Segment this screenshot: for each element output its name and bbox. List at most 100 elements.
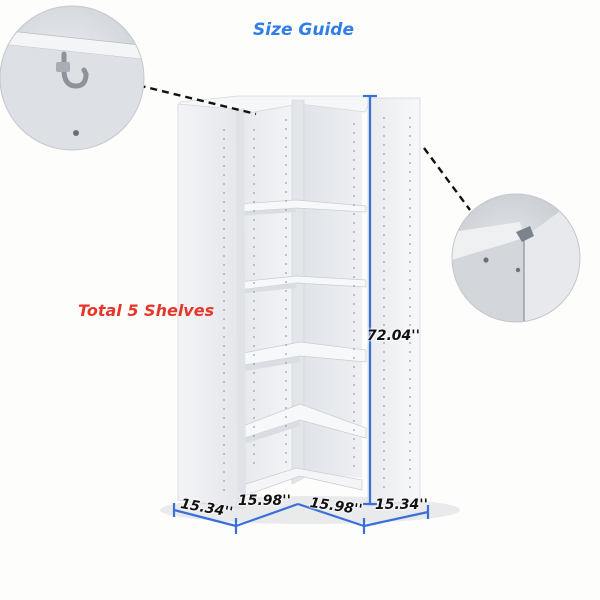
panel-hole — [285, 164, 287, 166]
panel-hole — [383, 468, 385, 470]
panel-hole — [223, 399, 225, 401]
panel-hole — [353, 312, 355, 314]
panel-hole — [223, 147, 225, 149]
panel-hole — [285, 389, 287, 391]
panel-hole — [223, 192, 225, 194]
panel-hole — [409, 378, 411, 380]
panel-hole — [223, 435, 225, 437]
panel-hole — [285, 371, 287, 373]
panel-hole — [253, 300, 255, 302]
back-panel-left — [240, 100, 300, 490]
panel-hole — [409, 234, 411, 236]
panel-hole — [409, 297, 411, 299]
panel-hole — [223, 417, 225, 419]
panel-hole — [253, 228, 255, 230]
panel-hole — [253, 219, 255, 221]
panel-hole — [223, 363, 225, 365]
panel-hole — [383, 369, 385, 371]
panel-hole — [383, 360, 385, 362]
panel-hole — [223, 480, 225, 482]
panel-hole — [253, 354, 255, 356]
panel-hole — [223, 327, 225, 329]
panel-hole — [223, 291, 225, 293]
panel-hole — [285, 218, 287, 220]
panel-hole — [223, 138, 225, 140]
panel-hole — [409, 189, 411, 191]
panel-hole — [383, 198, 385, 200]
panel-hole — [285, 407, 287, 409]
panel-hole — [383, 405, 385, 407]
right-depth-dimension-label: 15.34'' — [375, 497, 428, 513]
panel-hole — [409, 135, 411, 137]
panel-hole — [353, 321, 355, 323]
panel-hole — [223, 237, 225, 239]
panel-hole — [285, 173, 287, 175]
panel-hole — [223, 390, 225, 392]
panel-hole — [353, 258, 355, 260]
panel-hole — [353, 222, 355, 224]
panel-hole — [353, 267, 355, 269]
panel-hole — [353, 159, 355, 161]
panel-hole — [383, 252, 385, 254]
panel-hole — [223, 228, 225, 230]
panel-hole — [409, 477, 411, 479]
panel-hole — [223, 219, 225, 221]
panel-hole — [383, 144, 385, 146]
panel-hole — [285, 299, 287, 301]
leader-line-right — [423, 147, 471, 211]
panel-hole — [285, 353, 287, 355]
panel-hole — [285, 434, 287, 436]
panel-hole — [409, 387, 411, 389]
panel-hole — [253, 147, 255, 149]
panel-hole — [223, 309, 225, 311]
panel-hole — [383, 135, 385, 137]
panel-hole — [285, 146, 287, 148]
panel-hole — [383, 477, 385, 479]
panel-hole — [353, 456, 355, 458]
panel-hole — [285, 272, 287, 274]
panel-hole — [223, 408, 225, 410]
panel-hole — [223, 210, 225, 212]
panel-hole — [353, 366, 355, 368]
panel-hole — [223, 318, 225, 320]
left-panel-edge — [236, 108, 246, 510]
panel-hole — [409, 306, 411, 308]
panel-hole — [353, 294, 355, 296]
panel-hole — [253, 201, 255, 203]
panel-hole — [285, 416, 287, 418]
shelf-3 — [237, 341, 367, 372]
panel-hole — [409, 279, 411, 281]
panel-hole — [409, 288, 411, 290]
panel-hole — [223, 174, 225, 176]
panel-hole — [353, 276, 355, 278]
panel-hole — [383, 153, 385, 155]
panel-hole — [253, 210, 255, 212]
panel-hole — [409, 405, 411, 407]
panel-hole — [253, 390, 255, 392]
panel-hole — [285, 326, 287, 328]
panel-hole — [223, 273, 225, 275]
panel-hole — [383, 207, 385, 209]
panel-hole — [353, 420, 355, 422]
panel-hole — [383, 387, 385, 389]
panel-hole — [253, 462, 255, 464]
back-panel-right — [300, 100, 362, 478]
panel-hole — [409, 216, 411, 218]
panel-hole — [383, 189, 385, 191]
panel-hole — [353, 231, 355, 233]
panel-hole — [353, 402, 355, 404]
panel-hole — [223, 246, 225, 248]
panel-hole — [253, 408, 255, 410]
panel-hole — [253, 183, 255, 185]
panel-hole — [383, 441, 385, 443]
panel-hole — [383, 351, 385, 353]
panel-hole — [353, 141, 355, 143]
panel-hole — [253, 318, 255, 320]
panel-hole — [253, 192, 255, 194]
panel-hole — [409, 423, 411, 425]
panel-hole — [223, 156, 225, 158]
panel-hole — [383, 333, 385, 335]
height-dimension-label: 72.04'' — [367, 328, 420, 344]
panel-hole — [223, 444, 225, 446]
